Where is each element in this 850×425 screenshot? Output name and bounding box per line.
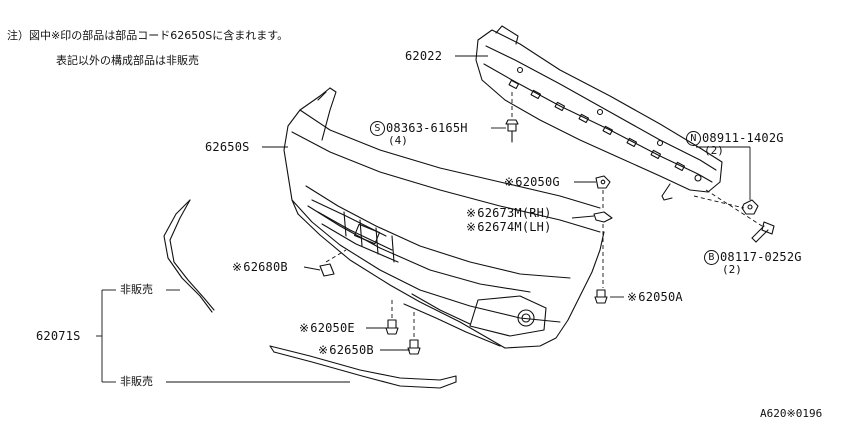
included-mark: ※: [232, 260, 243, 274]
callout-08911-qty: (2): [704, 144, 724, 157]
figure-code: A620※0196: [760, 407, 823, 420]
callout-62680B: ※62680B: [232, 261, 288, 273]
nut-62050G: [595, 175, 611, 189]
label-not-sold-upper: 非販売: [120, 283, 153, 296]
included-mark: ※: [299, 321, 310, 335]
spoiler-lower-strip: [269, 345, 457, 389]
note-included-parts: 注）図中※印の部品は部品コード62650Sに含まれます。: [7, 29, 289, 42]
callout-62050E: ※62050E: [299, 322, 355, 334]
callout-62071S: 62071S: [36, 329, 81, 343]
callout-08117-qty: (2): [722, 263, 742, 276]
nut-08911: [741, 199, 759, 215]
part-number: 62674M(LH): [477, 220, 552, 234]
included-mark: ※: [318, 343, 329, 357]
callout-62650B: ※62650B: [318, 344, 374, 356]
part-number: 08117-0252G: [720, 250, 802, 264]
callout-62050A: ※62050A: [627, 291, 683, 303]
callout-08363-qty: (4): [388, 134, 408, 147]
reinforcement-bar: [475, 25, 723, 201]
screw-62650B: [407, 339, 421, 355]
bracket-62673M: [593, 211, 613, 223]
callout-62674M: ※62674M(LH): [466, 221, 552, 233]
screw-62050E: [385, 319, 399, 335]
part-number: 62050A: [638, 290, 683, 304]
included-mark: ※: [504, 175, 515, 189]
bolt-08117: [751, 221, 775, 243]
callout-62650S: 62650S: [205, 140, 250, 154]
bracket-62680B: [319, 263, 335, 277]
part-number: 08911-1402G: [702, 131, 784, 145]
part-number: 62680B: [243, 260, 288, 274]
included-mark: ※: [466, 206, 477, 220]
part-number: 62673M(RH): [477, 206, 552, 220]
callout-62050G: ※62050G: [504, 176, 560, 188]
callout-62022: 62022: [405, 49, 443, 63]
part-number: 62650B: [329, 343, 374, 357]
callout-62673M: ※62673M(RH): [466, 207, 552, 219]
part-number: 62050G: [515, 175, 560, 189]
n-circle-marker: N: [686, 131, 701, 146]
included-mark: ※: [627, 290, 638, 304]
b-circle-marker: B: [704, 250, 719, 265]
label-not-sold-lower: 非販売: [120, 375, 153, 388]
bumper-cover: [283, 87, 605, 349]
s-circle-marker: S: [370, 121, 385, 136]
side-spoiler-upper: [163, 199, 215, 313]
screw-62050A: [594, 289, 608, 304]
note-not-sold: 表記以外の構成部品は非販売: [56, 54, 199, 67]
part-number: 08363-6165H: [386, 121, 468, 135]
bolt-08363: [505, 119, 519, 143]
part-number: 62050E: [310, 321, 355, 335]
included-mark: ※: [466, 220, 477, 234]
